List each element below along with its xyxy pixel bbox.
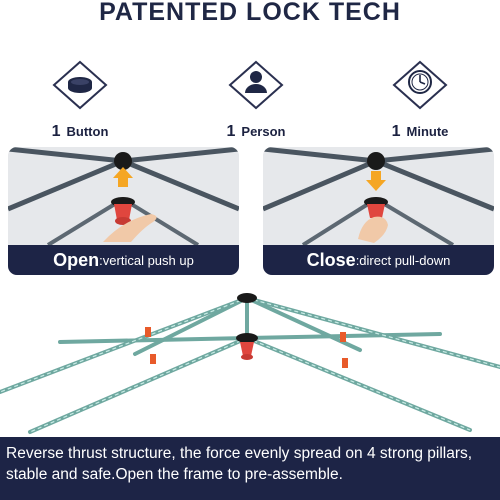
page-title: PATENTED LOCK TECH [99, 0, 401, 26]
up-arrow-icon [113, 167, 133, 187]
tent-frame-illustration [0, 293, 500, 434]
close-caption: Close:direct pull-down [263, 245, 494, 275]
close-photo [263, 147, 494, 245]
close-card: Close:direct pull-down [263, 147, 494, 275]
open-caption: Open:vertical push up [8, 245, 239, 275]
clock-icon [392, 60, 448, 110]
button-icon [52, 60, 108, 110]
open-card: Open:vertical push up [8, 147, 239, 275]
description-footer: Reverse thrust structure, the force even… [0, 437, 500, 500]
open-photo [8, 147, 239, 245]
person-icon [228, 60, 284, 110]
down-arrow-icon [366, 171, 386, 191]
